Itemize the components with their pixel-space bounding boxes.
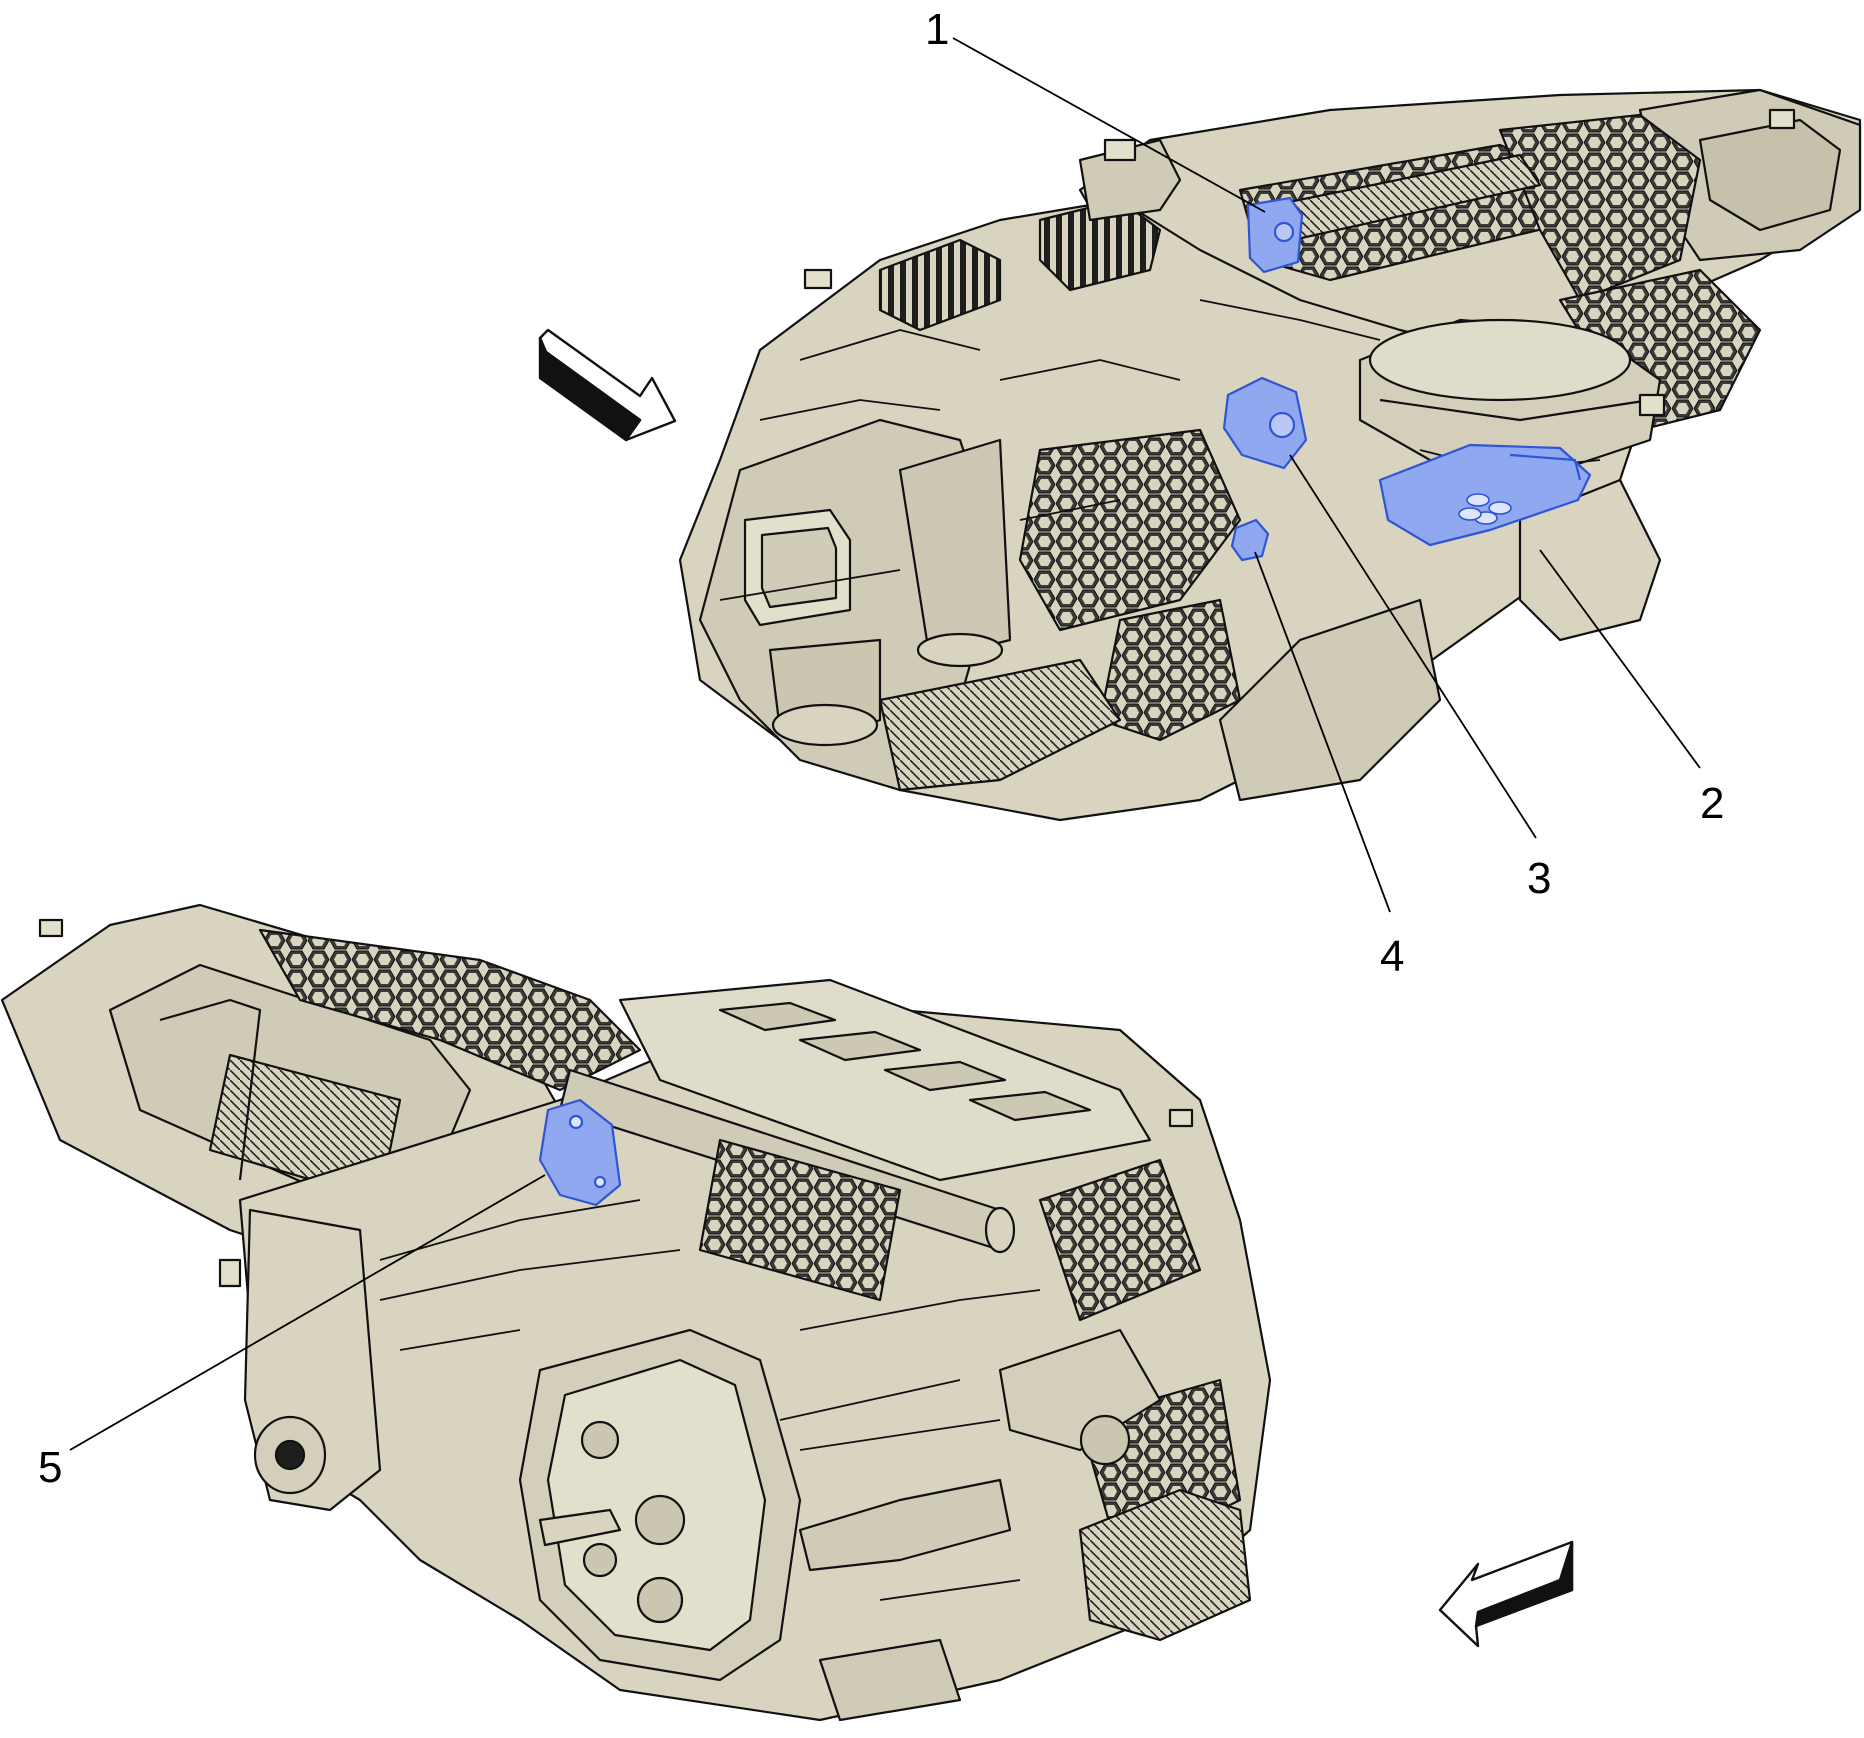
direction-arrow-icon: [1438, 1540, 1574, 1648]
lower-actuator-5: [538, 1098, 622, 1207]
direction-arrow-icon: [538, 328, 677, 442]
callout-2: 2: [1700, 779, 1724, 828]
leader-line-2: [1539, 549, 1701, 769]
upper-hvac-assembly: [678, 88, 1862, 822]
actuator-4: [1230, 518, 1270, 562]
leader-line-4: [1254, 551, 1391, 913]
callout-1: 1: [925, 5, 949, 54]
callout-5: 5: [38, 1443, 62, 1492]
upper-actuators: [1222, 196, 1592, 562]
leader-line-3: [1289, 454, 1537, 839]
actuator-3: [1222, 376, 1308, 470]
leader-line-5: [69, 1174, 546, 1451]
callout-4: 4: [1380, 932, 1404, 981]
leader-lines: [69, 37, 1701, 1451]
callout-3: 3: [1527, 854, 1551, 903]
leader-line-1: [952, 37, 1266, 213]
lower-hvac-assembly: [0, 903, 1272, 1722]
